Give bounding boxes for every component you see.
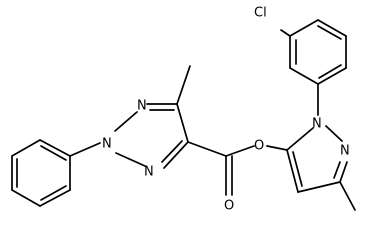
bond xyxy=(115,152,146,167)
bond xyxy=(40,185,67,201)
bond xyxy=(333,161,341,179)
bonds xyxy=(11,19,356,211)
bond xyxy=(297,181,341,193)
bond xyxy=(317,25,342,40)
bond xyxy=(176,65,191,105)
bond xyxy=(187,141,227,157)
bond xyxy=(317,19,347,37)
structure-canvas: Cl N N N O O N N xyxy=(11,5,356,214)
bond xyxy=(39,189,71,207)
bond xyxy=(339,161,348,183)
bond xyxy=(225,145,255,157)
bond xyxy=(317,67,347,85)
bond xyxy=(280,29,291,37)
bond xyxy=(161,140,183,163)
pyrazole-n1-label: N xyxy=(312,117,322,132)
bond xyxy=(176,103,189,143)
bond xyxy=(289,67,319,85)
bond xyxy=(39,139,71,157)
triazole-n-bottom-label: N xyxy=(144,165,154,180)
bond xyxy=(163,141,189,169)
bond xyxy=(286,149,299,193)
bond xyxy=(11,189,41,207)
bond xyxy=(69,142,101,157)
bond xyxy=(325,125,343,142)
bond xyxy=(289,19,319,37)
bond xyxy=(114,111,138,132)
atom-labels: Cl N N N O O N N xyxy=(102,6,350,214)
bond xyxy=(286,127,314,151)
ester-oxygen-double-label: O xyxy=(224,199,234,214)
bond xyxy=(339,181,356,211)
triazole-n-phenyl-label: N xyxy=(102,137,112,152)
triazole-n-top-label: N xyxy=(137,99,147,114)
ester-oxygen-single-label: O xyxy=(254,139,264,154)
bond xyxy=(318,64,342,79)
bond xyxy=(11,139,41,157)
bond xyxy=(266,145,288,151)
chlorine-atom-label: Cl xyxy=(254,6,267,21)
bond xyxy=(292,151,303,187)
bond xyxy=(40,145,67,161)
chemical-structure-drawing: Cl N N N O O N N xyxy=(11,6,356,214)
pyrazole-n2-label: N xyxy=(340,144,350,159)
